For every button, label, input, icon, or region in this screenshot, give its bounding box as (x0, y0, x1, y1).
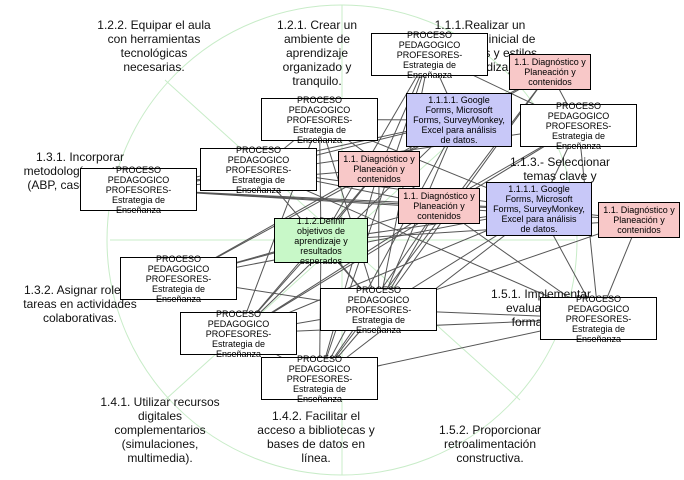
label-1-2-1: 1.2.1. Crear un ambiente de aprendizaje … (276, 18, 358, 88)
edge-line (258, 169, 599, 319)
label-1-1-3: 1.1.3.- Seleccionar temas clave y (509, 155, 611, 183)
node-diagnostico-planeacion[interactable]: 1.1. Diagnóstico y Planeación y contenid… (509, 54, 591, 90)
edge-line (319, 119, 460, 379)
node-proceso-pedagogico[interactable]: PROCESO PEDAGOGICO PROFESORES- Estrategi… (80, 165, 197, 215)
node-proceso-pedagogico[interactable]: PROCESO PEDAGOGICO PROFESORES- Estrategi… (371, 30, 488, 80)
node-diagnostico-planeacion[interactable]: 1.1. Diagnóstico y Planeación y contenid… (598, 202, 680, 238)
node-diagnostico-planeacion[interactable]: 1.1. Diagnóstico y Planeación y contenid… (398, 188, 480, 224)
node-herramientas-diagnostico[interactable]: 1.1.1.1. Google Forms, Microsoft Forms, … (406, 93, 512, 147)
node-proceso-pedagogico[interactable]: PROCESO PEDAGOGICO PROFESORES- Estrategi… (261, 354, 378, 404)
label-1-2-2: 1.2.2. Equipar el aula con herramientas … (97, 18, 211, 74)
node-definir-objetivos[interactable]: 1.1.2.Definir objetivos de aprendizaje y… (274, 216, 368, 266)
node-proceso-pedagogico[interactable]: PROCESO PEDAGOGICO PROFESORES- Estrategi… (261, 95, 378, 145)
node-proceso-pedagogico[interactable]: PROCESO PEDAGOGICO PROFESORES- Estrategi… (180, 309, 297, 359)
node-proceso-pedagogico[interactable]: PROCESO PEDAGOGICO PROFESORES- Estrategi… (540, 294, 657, 344)
label-1-4-2: 1.4.2. Facilitar el acceso a bibliotecas… (257, 409, 375, 465)
node-proceso-pedagogico[interactable]: PROCESO PEDAGOGICO PROFESORES- Estrategi… (520, 101, 637, 151)
label-1-5-2: 1.5.2. Proporcionar retroalimentación co… (438, 423, 542, 465)
node-proceso-pedagogico[interactable]: PROCESO PEDAGOGICO PROFESORES- Estrategi… (120, 254, 237, 304)
node-herramientas-diagnostico[interactable]: 1.1.1.1. Google Forms, Microsoft Forms, … (486, 182, 592, 236)
edge-line (319, 119, 379, 310)
node-proceso-pedagogico[interactable]: PROCESO PEDAGOGICO PROFESORES- Estrategi… (200, 145, 317, 195)
node-diagnostico-planeacion[interactable]: 1.1. Diagnóstico y Planeación y contenid… (338, 151, 420, 187)
label-1-4-1: 1.4.1. Utilizar recursos digitales compl… (100, 395, 220, 465)
edge-line (378, 168, 380, 310)
edge-line (238, 125, 579, 334)
label-1-3-2: 1.3.2. Asignar roles y tareas en activid… (23, 283, 137, 325)
edge-line (320, 54, 430, 241)
node-proceso-pedagogico[interactable]: PROCESO PEDAGOGICO PROFESORES- Estrategi… (320, 285, 437, 335)
